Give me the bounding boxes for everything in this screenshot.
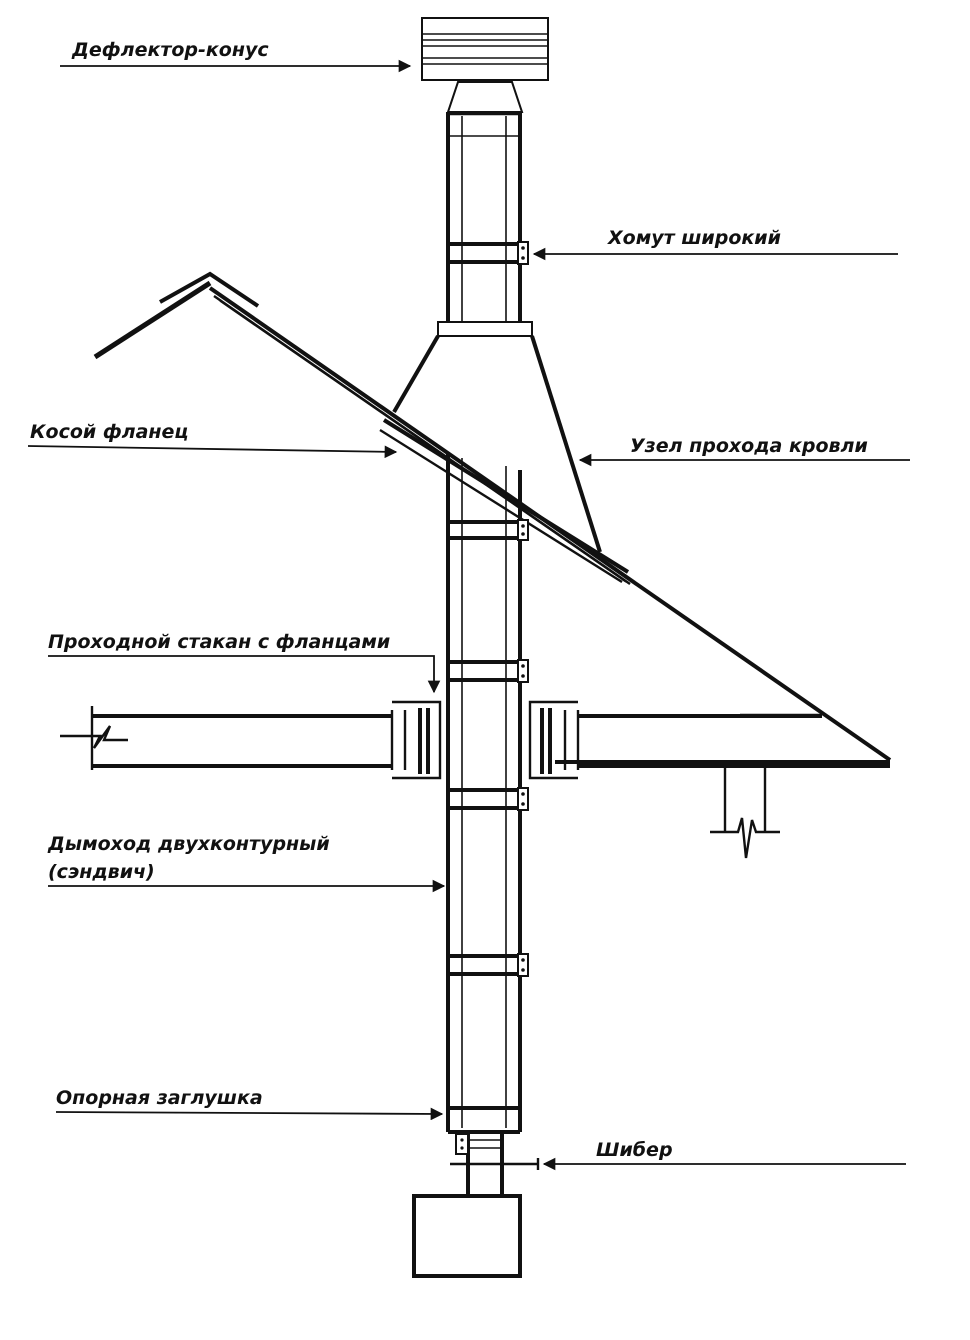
label-oblique-flange: Косой фланец [30, 421, 189, 443]
chimney-lower [446, 452, 529, 1134]
stove-box [412, 1194, 522, 1278]
label-chimney-line1: Дымоход двухконтурный [47, 833, 330, 855]
chimney-upper [446, 112, 529, 322]
ceiling-slab [60, 706, 890, 859]
leader-lines [27, 59, 910, 1171]
label-chimney-line2: (сэндвич) [48, 861, 155, 883]
clamp-4 [448, 953, 529, 977]
label-roof-pass: Узел прохода кровли [630, 435, 868, 457]
clamp-3 [448, 787, 529, 811]
label-support-plug: Опорная заглушка [56, 1087, 263, 1109]
label-clamp: Хомут широкий [607, 227, 781, 249]
clamp-1 [448, 519, 529, 541]
roof [93, 271, 892, 764]
clamp-2 [448, 659, 529, 683]
label-deflector: Дефлектор-конус [71, 39, 269, 61]
deflector-cone [421, 17, 549, 113]
roof-pass-cone [392, 321, 602, 553]
damper [450, 1132, 540, 1196]
pass-sleeve [390, 700, 580, 780]
label-pass-sleeve: Проходной стакан с фланцами [48, 631, 390, 653]
label-damper: Шибер [596, 1139, 673, 1161]
